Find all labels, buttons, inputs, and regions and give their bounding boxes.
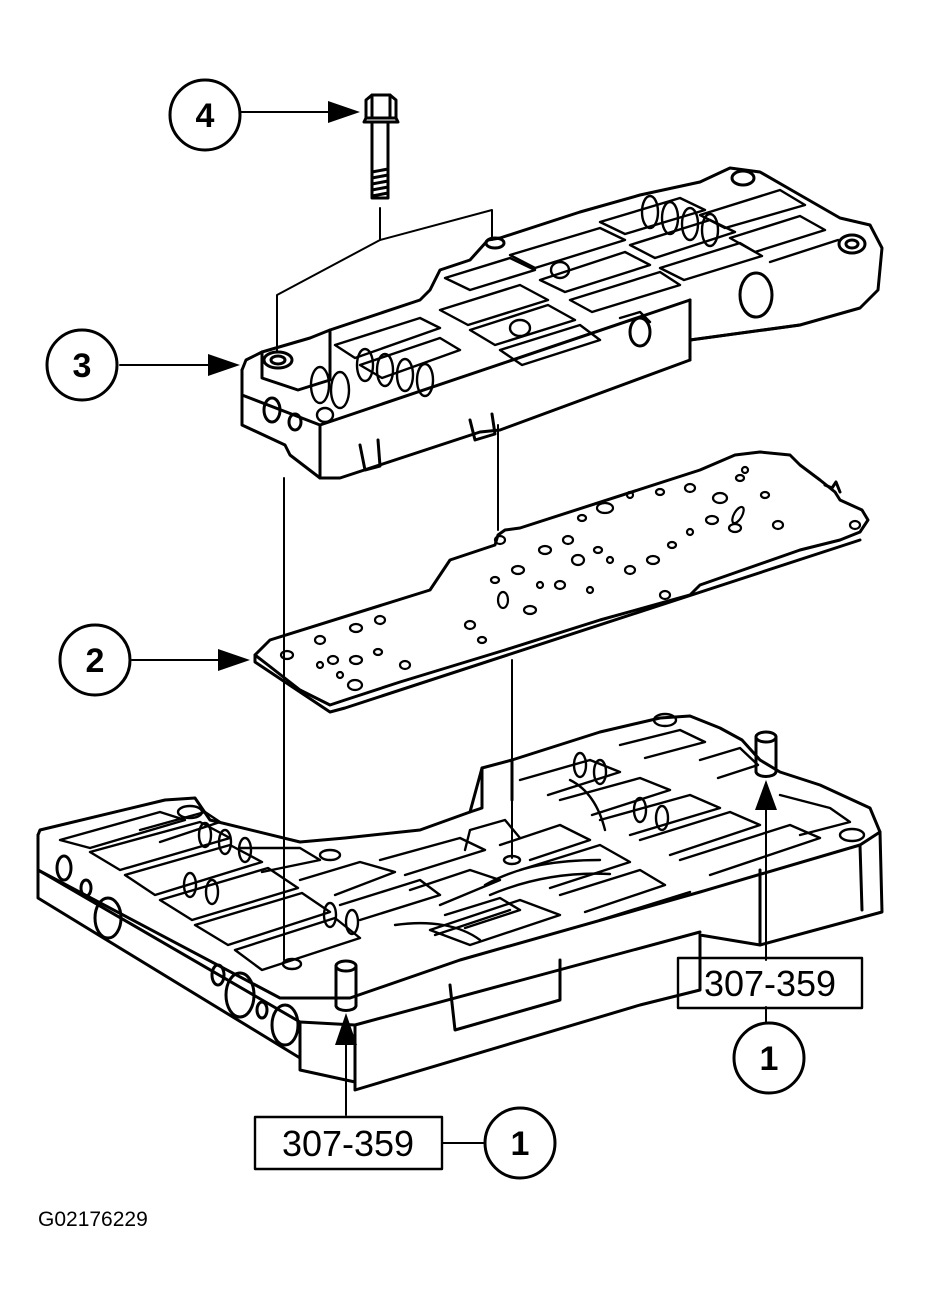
callout-circle-1b [732,1021,806,1095]
callout-label-1b: 1 [760,1040,779,1078]
arrow-heads [208,101,777,1045]
separator-plate-holes [279,465,862,692]
lower-valve-body [36,714,884,1092]
tool-label-box-left [253,1115,444,1171]
callout-circle-4 [168,78,242,152]
callout-label-2: 2 [86,642,105,680]
upper-body-passages [309,188,840,424]
callout-circle-3 [45,328,119,402]
callout-label-1a: 1 [511,1125,530,1163]
lower-body-passages [58,712,866,972]
tool-label-box-right [676,956,864,1010]
callout-label-3: 3 [73,347,92,385]
tool-label-left: 307-359 [282,1123,414,1164]
alignment-pin-left [334,959,358,1012]
tool-label-right: 307-359 [704,963,836,1004]
alignment-pin-right [754,730,778,778]
separator-plate [253,450,870,714]
figure-id: G02176229 [38,1208,148,1231]
assembly-lines [276,207,513,961]
callout-label-4: 4 [196,97,215,135]
callout-circle-2 [58,623,132,697]
upper-valve-body [240,166,884,480]
leader-lines [119,111,767,1144]
bolt [362,93,400,200]
callout-circle-1a [483,1106,557,1180]
